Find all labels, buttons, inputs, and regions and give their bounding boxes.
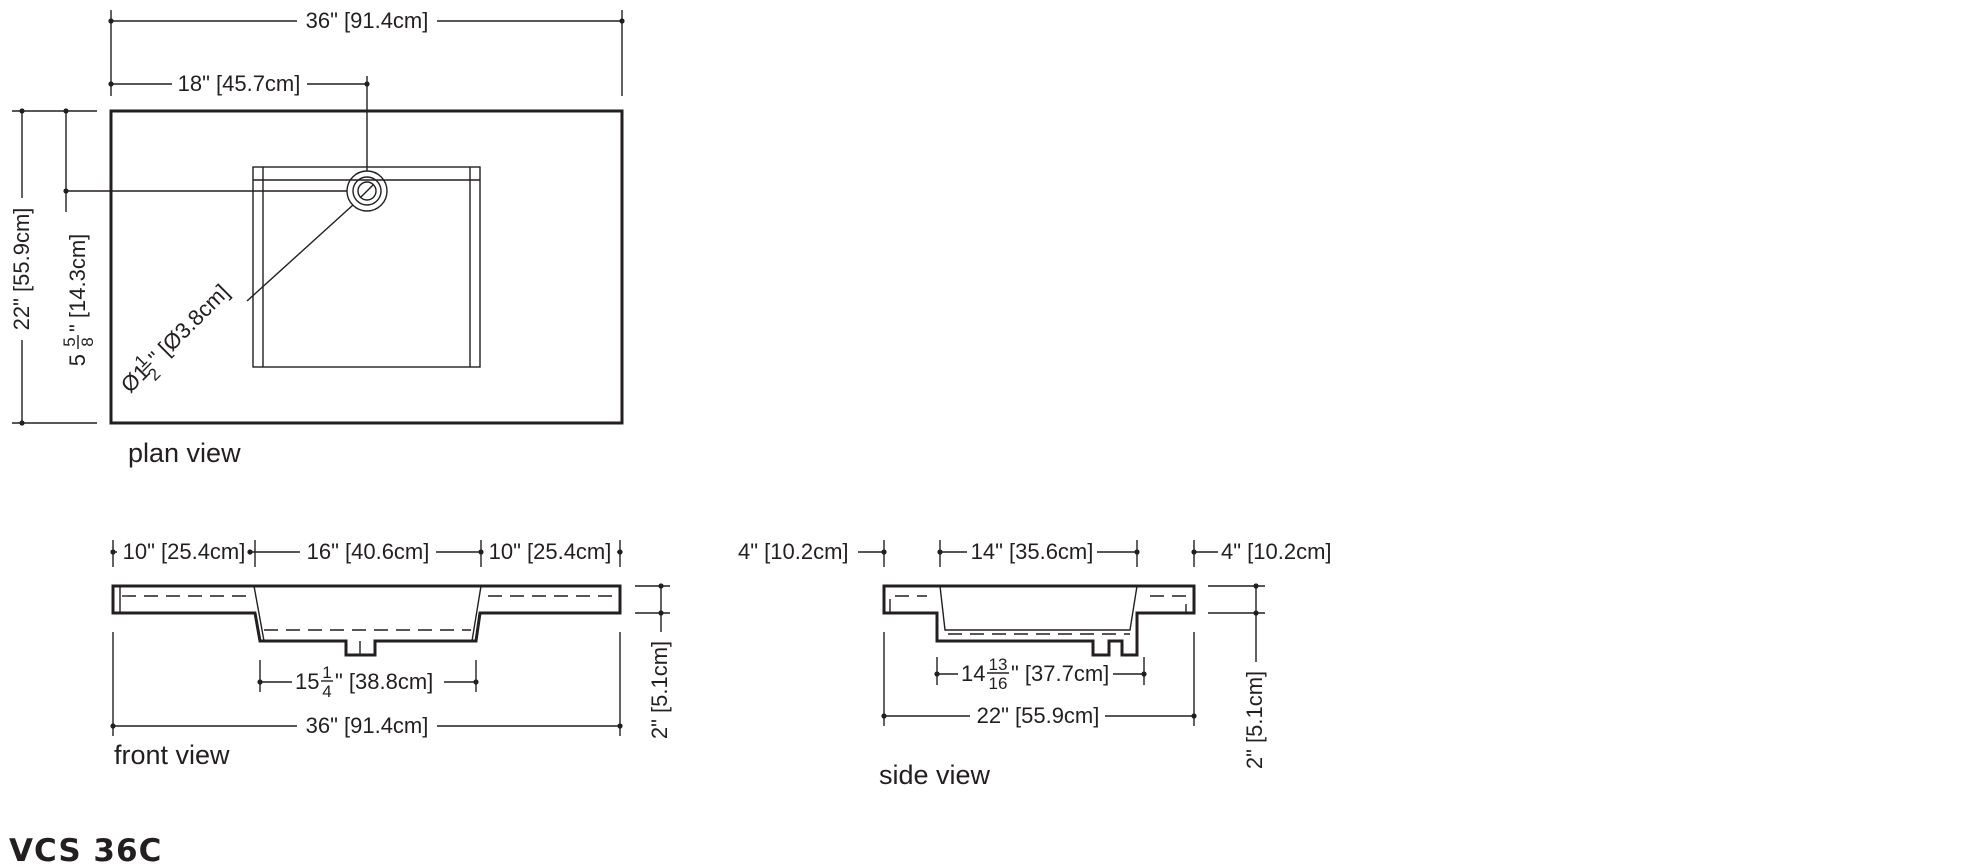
front-basin-width-label: 16" [40.6cm] xyxy=(307,539,430,564)
side-basin-depth-label: 14" [35.6cm] xyxy=(971,539,1094,564)
svg-text:1: 1 xyxy=(322,663,331,682)
svg-text:" [38.8cm]: " [38.8cm] xyxy=(335,669,433,694)
side-top-dimensions: 4" [10.2cm] 14" [35.6cm] 4" [10.2cm] xyxy=(738,539,1332,567)
svg-text:5: 5 xyxy=(65,354,90,366)
plan-view-label: plan view xyxy=(128,438,241,468)
front-top-dimensions: 10" [25.4cm] 16" [40.6cm] 10" [25.4cm] xyxy=(110,539,623,567)
front-height-label: 2" [5.1cm] xyxy=(647,641,672,739)
svg-text:14: 14 xyxy=(961,661,985,686)
svg-text:8: 8 xyxy=(78,337,97,346)
front-right-deck-label: 10" [25.4cm] xyxy=(489,539,612,564)
plan-drain-diameter-callout: Ø1 1 2 " [Ø3.8cm] xyxy=(116,204,354,398)
svg-text:" [37.7cm]: " [37.7cm] xyxy=(1011,661,1109,686)
plan-overall-width-label: 36" [91.4cm] xyxy=(306,8,429,33)
side-view-label: side view xyxy=(879,760,991,790)
front-basin-bottom-dimension: 15 1 4 " [38.8cm] xyxy=(257,660,479,701)
plan-overall-depth-label: 22" [55.9cm] xyxy=(9,208,34,331)
front-basin-bottom-label: 15 1 4 " [38.8cm] xyxy=(295,663,433,701)
plan-overall-depth-dimension: 22" [55.9cm] xyxy=(9,108,97,426)
side-view: 4" [10.2cm] 14" [35.6cm] 4" [10.2cm] 14 … xyxy=(738,539,1332,790)
svg-text:5: 5 xyxy=(60,337,79,346)
front-height-dimension: 2" [5.1cm] xyxy=(635,583,672,739)
model-title: VCS 36C xyxy=(9,833,162,867)
side-overall-depth-label: 22" [55.9cm] xyxy=(977,703,1100,728)
front-view-label: front view xyxy=(114,740,230,770)
side-basin-bottom-dimension: 14 13 16 " [37.7cm] xyxy=(934,655,1147,693)
svg-text:15: 15 xyxy=(295,669,319,694)
side-right-deck-label: 4" [10.2cm] xyxy=(1221,539,1332,564)
plan-drain-depth-label: 5 5 8 " [14.3cm] xyxy=(60,234,97,367)
side-overall-depth-dimension: 22" [55.9cm] xyxy=(881,632,1197,728)
side-left-deck-label: 4" [10.2cm] xyxy=(738,539,849,564)
side-profile-outline xyxy=(882,584,1196,657)
front-overall-width-label: 36" [91.4cm] xyxy=(306,713,429,738)
side-basin-bottom-label: 14 13 16 " [37.7cm] xyxy=(961,655,1109,693)
plan-basin-outline xyxy=(252,166,481,368)
plan-drain-depth-dimension: 5 5 8 " [14.3cm] xyxy=(60,108,347,367)
front-left-deck-label: 10" [25.4cm] xyxy=(123,539,246,564)
side-height-label: 2" [5.1cm] xyxy=(1242,671,1267,769)
front-overall-width-dimension: 36" [91.4cm] xyxy=(110,632,623,738)
plan-view: 36" [91.4cm] 18" [45.7cm] 22" [55.9cm] 5… xyxy=(9,8,625,468)
svg-text:" [Ø3.8cm]: " [Ø3.8cm] xyxy=(143,279,234,370)
side-height-dimension: 2" [5.1cm] xyxy=(1208,583,1267,769)
plan-drain-diameter-label: Ø1 1 2 " [Ø3.8cm] xyxy=(116,279,234,397)
plan-drain-offset-dimension: 18" [45.7cm] xyxy=(108,71,370,171)
svg-text:16: 16 xyxy=(989,674,1008,693)
front-profile-outline xyxy=(111,584,622,657)
plan-drain-offset-label: 18" [45.7cm] xyxy=(178,71,301,96)
svg-text:4: 4 xyxy=(322,682,331,701)
svg-text:" [14.3cm]: " [14.3cm] xyxy=(65,234,90,332)
front-view: 10" [25.4cm] 16" [40.6cm] 10" [25.4cm] 1… xyxy=(110,539,672,770)
svg-text:13: 13 xyxy=(989,655,1008,674)
